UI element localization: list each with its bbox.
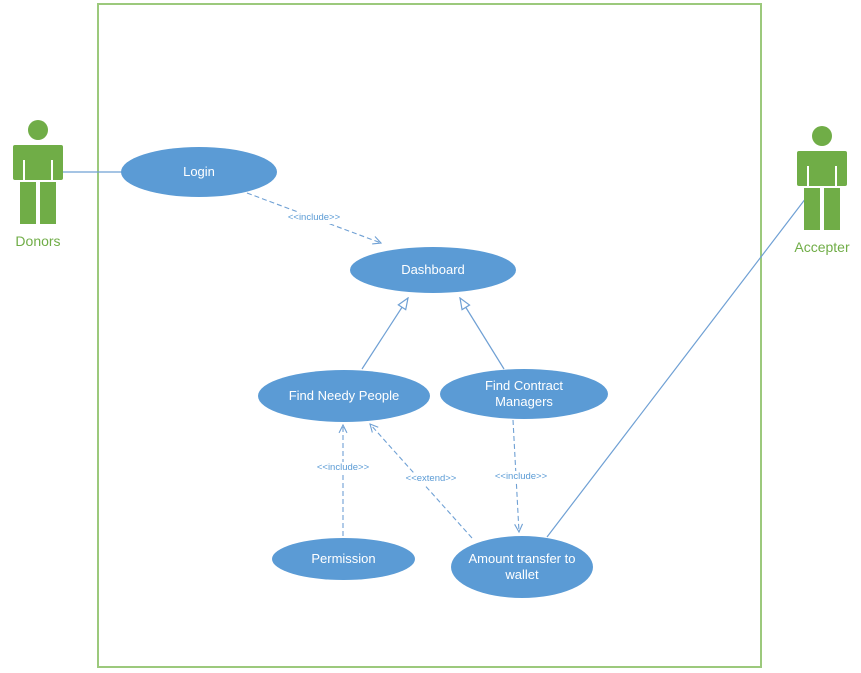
actor-donors-label: Donors bbox=[15, 233, 61, 249]
person-icon bbox=[797, 126, 847, 230]
usecase-login-label: Login bbox=[183, 163, 215, 179]
stereotype-include-findcontract-amount: <<include>> bbox=[489, 471, 553, 483]
stereotype-extend-amount-findneedy: <<extend>> bbox=[399, 473, 463, 485]
actor-donors[interactable]: Donors bbox=[10, 120, 66, 249]
stereotype-include-login-dashboard: <<include>> bbox=[282, 212, 346, 224]
usecase-dashboard-label: Dashboard bbox=[401, 261, 465, 277]
usecase-find-contract-managers[interactable]: Find Contract Managers bbox=[440, 369, 608, 419]
system-boundary bbox=[97, 3, 762, 668]
stereotype-include-permission-findneedy: <<include>> bbox=[311, 462, 375, 474]
usecase-dashboard[interactable]: Dashboard bbox=[350, 247, 516, 293]
connector-findneedy-dashboard[interactable] bbox=[361, 298, 408, 370]
actor-accepter-label: Accepter bbox=[794, 239, 850, 255]
usecase-login[interactable]: Login bbox=[121, 147, 277, 197]
actor-accepter[interactable]: Accepter bbox=[794, 126, 850, 255]
usecase-amount-transfer-to-wallet-label: Amount transfer to wallet bbox=[468, 550, 576, 582]
connector-findcontract-dashboard[interactable] bbox=[460, 298, 505, 370]
usecase-find-contract-managers-label: Find Contract Managers bbox=[484, 377, 564, 409]
usecase-permission[interactable]: Permission bbox=[272, 538, 415, 580]
connector-accepter-amount[interactable] bbox=[546, 197, 807, 538]
usecase-permission-label: Permission bbox=[311, 550, 376, 566]
usecase-amount-transfer-to-wallet[interactable]: Amount transfer to wallet bbox=[451, 536, 593, 598]
usecase-find-needy-people-label: Find Needy People bbox=[288, 387, 400, 403]
person-icon bbox=[13, 120, 63, 224]
usecase-find-needy-people[interactable]: Find Needy People bbox=[258, 370, 430, 422]
